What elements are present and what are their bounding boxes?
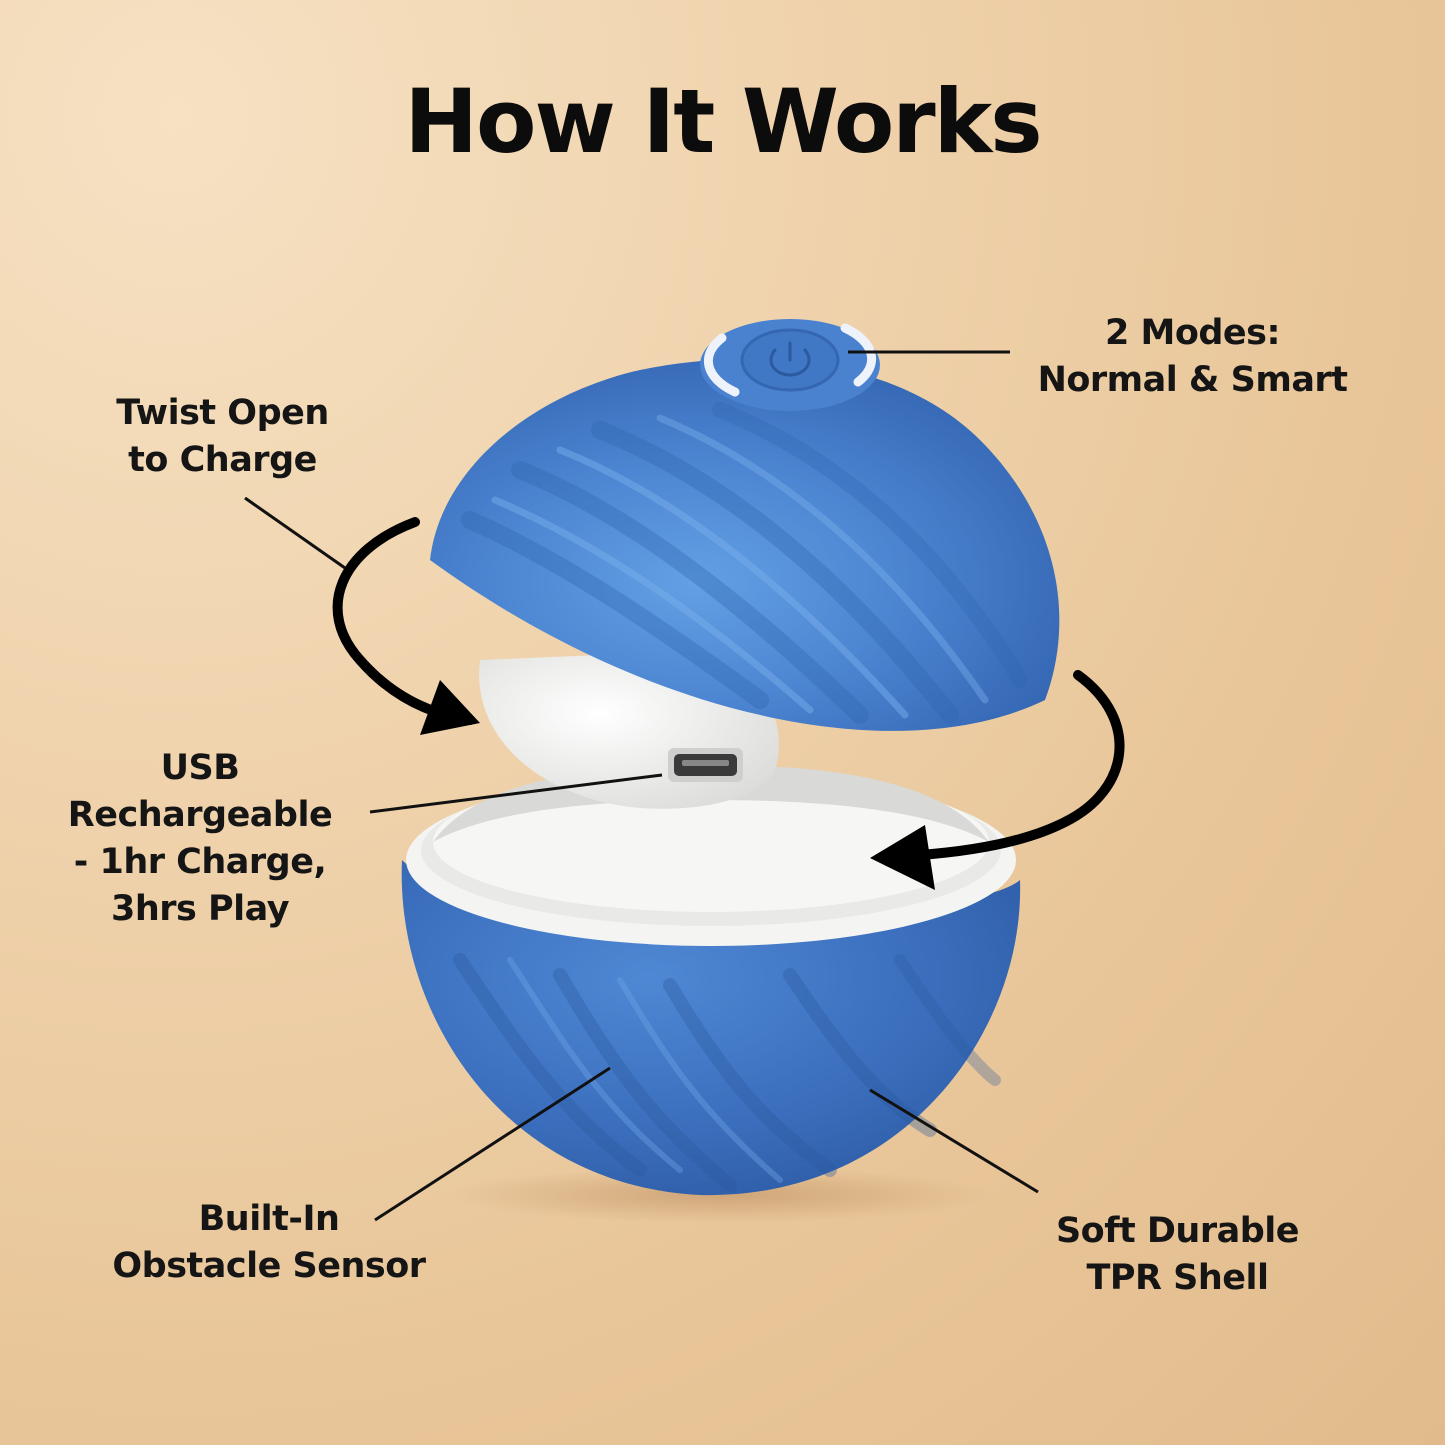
- callout-twist: Twist Open to Charge: [80, 390, 365, 484]
- ball-bottom-shell: [401, 860, 1021, 1196]
- callout-modes: 2 Modes: Normal & Smart: [1015, 310, 1370, 404]
- micro-usb-port-icon: [668, 748, 743, 782]
- callout-modes-line2: Normal & Smart: [1037, 360, 1348, 400]
- callout-shell-line2: TPR Shell: [1086, 1258, 1269, 1298]
- callout-usb-line1: USB: [160, 748, 240, 788]
- usb-leader-line: [369, 773, 663, 814]
- callout-twist-line1: Twist Open: [116, 393, 329, 433]
- shell-leader-line: [869, 1088, 1039, 1194]
- callout-modes-line1: 2 Modes:: [1104, 313, 1281, 353]
- callout-shell-line1: Soft Durable: [1055, 1211, 1300, 1251]
- page-title: How It Works: [404, 70, 1042, 173]
- callout-usb: USB Rechargeable - 1hr Charge, 3hrs Play: [40, 745, 360, 933]
- callout-lines: [244, 350, 1039, 1222]
- twist-arrow-icon: [332, 517, 1125, 890]
- power-button-icon: [700, 319, 880, 411]
- sensor-leader-line: [374, 1066, 611, 1222]
- ground-shadow: [450, 1167, 990, 1223]
- callout-sensor: Built-In Obstacle Sensor: [88, 1196, 450, 1290]
- callout-usb-line2: Rechargeable: [67, 795, 333, 835]
- callout-usb-line4: 3hrs Play: [110, 889, 290, 929]
- twist-leader-line: [244, 496, 346, 570]
- ball-bottom-rim: [406, 765, 1016, 946]
- callout-usb-line3: - 1hr Charge,: [73, 842, 327, 882]
- ball-top-shell: [430, 358, 1060, 731]
- callout-sensor-line1: Built-In: [198, 1199, 340, 1239]
- callout-twist-line2: to Charge: [128, 440, 317, 480]
- callout-sensor-line2: Obstacle Sensor: [112, 1246, 426, 1286]
- callout-shell: Soft Durable TPR Shell: [1035, 1208, 1320, 1302]
